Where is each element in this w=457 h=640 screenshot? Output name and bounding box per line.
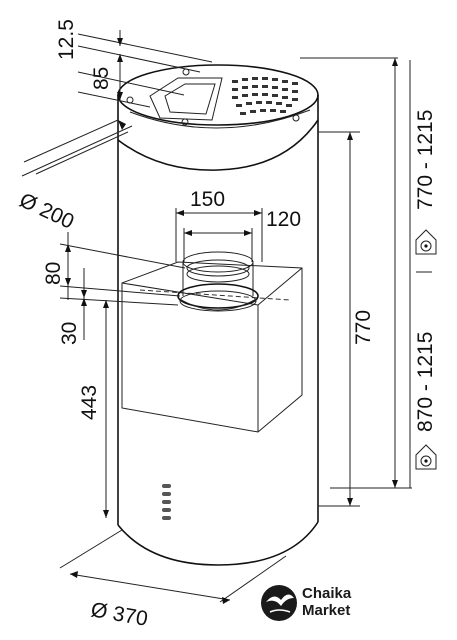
- house-with-fan-icon: [415, 229, 437, 255]
- label-body-height: 770: [352, 310, 375, 345]
- house-with-fan-icon-lower: [415, 444, 437, 470]
- control-buttons: [162, 484, 171, 520]
- dim-top-offset: 12.5 85: [55, 19, 213, 108]
- label-body-diameter: Ø 370: [89, 598, 149, 631]
- dim-duct: 150 120: [175, 188, 301, 262]
- label-top-offset: 12.5: [55, 19, 78, 60]
- chaika-market-logo: Chaika Market: [261, 585, 352, 621]
- label-duct-outer: 150: [190, 188, 225, 211]
- label-box-step: 30: [58, 322, 81, 345]
- label-box-top: 80: [42, 262, 65, 285]
- dim-ceiling-ranges: 770 - 1215 870 - 1215: [300, 57, 437, 489]
- label-top-diameter: Ø 200: [16, 189, 78, 234]
- dim-body-height: 770: [318, 131, 375, 507]
- label-ceiling-range-lower: 870 - 1215: [414, 332, 437, 432]
- label-duct-inner: 120: [266, 208, 301, 231]
- hood-body: [117, 120, 319, 566]
- duct-outlet: [177, 251, 259, 312]
- label-ceiling-range-upper: 770 - 1215: [414, 110, 437, 210]
- dim-top-diameter: Ø 200: [16, 119, 133, 234]
- logo-line2: Market: [302, 602, 350, 619]
- vent-grid: [232, 77, 298, 115]
- top-collar: [117, 64, 319, 171]
- dim-left-heights: 80 30 443: [42, 232, 186, 518]
- dim-body-diameter: Ø 370: [59, 529, 287, 631]
- label-top-height: 85: [90, 67, 113, 90]
- logo-line1: Chaika: [302, 585, 352, 602]
- label-outlet-height: 443: [78, 385, 101, 420]
- motor-box: [121, 261, 303, 433]
